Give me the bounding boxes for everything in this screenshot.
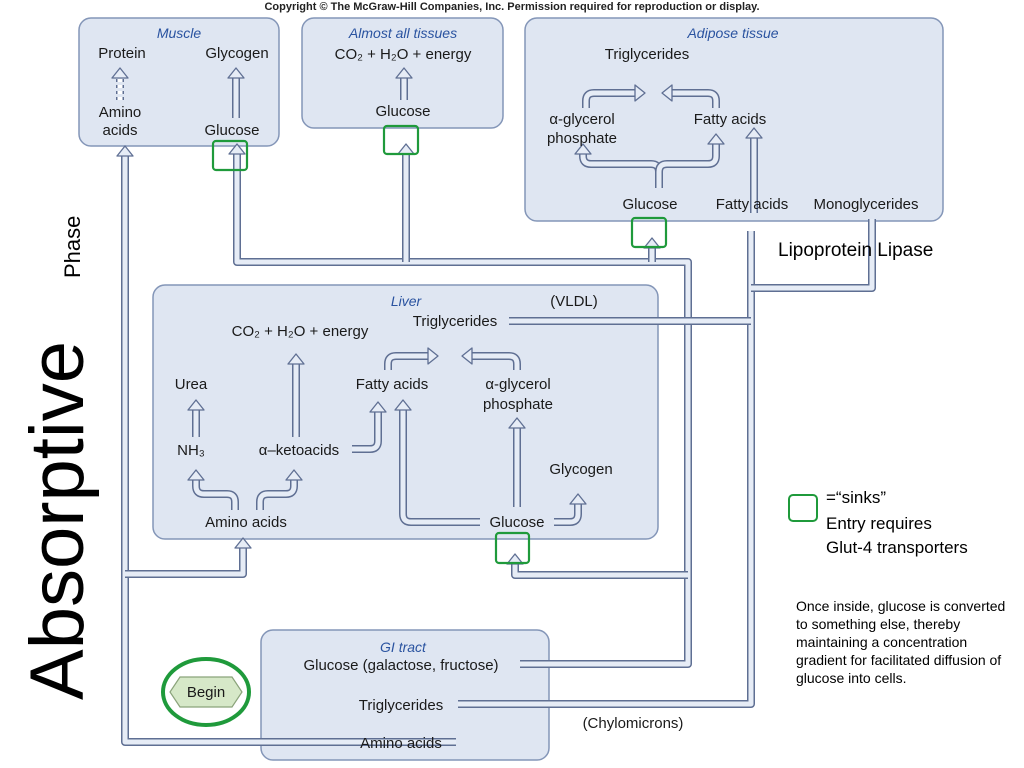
gi-title: GI tract (380, 639, 427, 655)
begin-badge: Begin (161, 657, 251, 727)
tissues-title: Almost all tissues (348, 25, 457, 41)
liver-ketoacids: α–ketoacids (259, 442, 339, 459)
adipose-agp-line1: α-glycerol (549, 111, 614, 128)
adipose-fatty-acids-top: Fatty acids (694, 111, 767, 128)
muscle-glucose: Glucose (204, 122, 259, 139)
sink-marker-adipose (630, 216, 668, 249)
liver-amino-acids: Amino acids (205, 514, 287, 531)
liver-nh3: NH₃ (177, 442, 205, 459)
gi-triglycerides: Triglycerides (359, 697, 443, 714)
legend-line1: =“sinks” (826, 488, 886, 507)
sink-marker-liver (494, 531, 531, 565)
adipose-triglycerides: Triglycerides (605, 46, 689, 63)
legend-line2: Entry requires (826, 514, 932, 533)
muscle-amino-line1: Amino (99, 104, 142, 121)
muscle-title: Muscle (157, 25, 202, 41)
title-absorptive: Absorptive (15, 340, 100, 700)
arrow-heads (111, 67, 763, 565)
muscle-glycogen: Glycogen (205, 45, 268, 62)
tissues-energy: CO₂ + H₂O + energy (335, 46, 472, 63)
legend-sink-icon (788, 494, 818, 522)
sink-marker-tissues (382, 124, 420, 156)
adipose-box (524, 17, 944, 222)
adipose-fatty-acids: Fatty acids (716, 196, 789, 213)
muscle-amino-line2: acids (102, 122, 137, 139)
gi-chylomicrons: (Chylomicrons) (583, 715, 684, 732)
gi-amino-acids: Amino acids (360, 735, 442, 752)
liver-title: Liver (391, 293, 423, 309)
lipoprotein-lipase-label: Lipoprotein Lipase (778, 240, 934, 261)
adipose-monoglycerides: Monoglycerides (813, 196, 918, 213)
liver-energy: CO₂ + H₂O + energy (232, 323, 369, 340)
liver-fatty-acids: Fatty acids (356, 376, 429, 393)
adipose-agp-line2: phosphate (547, 130, 617, 147)
title-phase: Phase (60, 215, 85, 278)
sink-marker-muscle (211, 139, 249, 172)
muscle-protein: Protein (98, 45, 146, 62)
adipose-glucose: Glucose (622, 196, 677, 213)
legend-line3: Glut-4 transporters (826, 538, 968, 557)
muscle-box (78, 17, 280, 147)
explanation-note: Once inside, glucose is converted to som… (796, 598, 1006, 686)
gi-glucose: Glucose (galactose, fructose) (303, 657, 498, 674)
liver-vldl: (VLDL) (550, 293, 598, 310)
transport-pipes (116, 76, 876, 746)
liver-agp-line1: α-glycerol (485, 376, 550, 393)
begin-label: Begin (187, 684, 225, 701)
liver-triglycerides: Triglycerides (413, 313, 497, 330)
tissues-glucose: Glucose (375, 103, 430, 120)
liver-glycogen: Glycogen (549, 461, 612, 478)
liver-glucose: Glucose (489, 514, 544, 531)
copyright-notice: Copyright © The McGraw-Hill Companies, I… (264, 1, 759, 13)
liver-agp-line2: phosphate (483, 396, 553, 413)
gi-box (260, 629, 550, 761)
adipose-title: Adipose tissue (686, 25, 778, 41)
liver-urea: Urea (175, 376, 208, 393)
